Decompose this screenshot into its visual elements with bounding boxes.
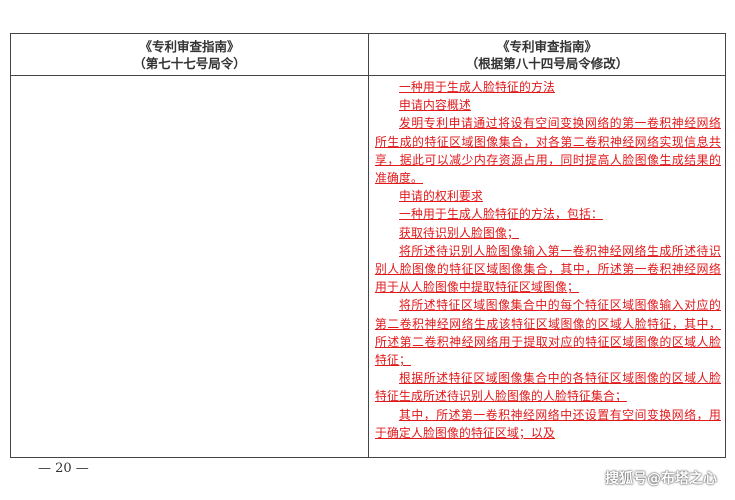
table-header-row: 《专利审查指南》 （第七十七号局令） 《专利审查指南》 （根据第八十四号局令修改… bbox=[11, 34, 725, 76]
amendment-line: 一种用于生成人脸特征的方法 bbox=[399, 80, 555, 94]
header-right-subtitle: （根据第八十四号局令修改） bbox=[465, 56, 629, 71]
amendment-line: 将所述特征区域图像集合中的每个特征区域图像输入对应的第二卷积神经网络生成该特征区… bbox=[375, 298, 721, 368]
header-left-cell: 《专利审查指南》 （第七十七号局令） bbox=[11, 34, 368, 76]
amendment-line: 申请内容概述 bbox=[399, 98, 471, 113]
header-left-title: 《专利审查指南》 bbox=[139, 39, 240, 54]
amendment-line: 发明专利申请通过将设有空间变换网络的第一卷积神经网络所生成的特征区域图像集合，对… bbox=[375, 116, 721, 186]
right-column-body: 一种用于生成人脸特征的方法 申请内容概述 发明专利申请通过将设有空间变换网络的第… bbox=[375, 78, 721, 442]
header-left-subtitle: （第七十七号局令） bbox=[133, 56, 246, 71]
amendment-line: 将所述待识别人脸图像输入第一卷积神经网络生成所述待识别人脸图像的特征区域图像集合… bbox=[375, 243, 721, 295]
amendment-line: 其中，所述第一卷积神经网络中还设置有空间变换网络，用于确定人脸图像的特征区域；以… bbox=[375, 407, 721, 440]
header-right-title: 《专利审查指南》 bbox=[496, 39, 597, 54]
amendment-line: 获取待识别人脸图像； bbox=[399, 225, 519, 240]
header-right-cell: 《专利审查指南》 （根据第八十四号局令修改） bbox=[369, 34, 725, 76]
watermark-text: 搜狐号@布塔之心 bbox=[605, 471, 717, 487]
amendment-line: 一种用于生成人脸特征的方法，包括： bbox=[399, 207, 603, 222]
column-divider bbox=[368, 34, 369, 457]
comparison-table: 《专利审查指南》 （第七十七号局令） 《专利审查指南》 （根据第八十四号局令修改… bbox=[10, 33, 726, 458]
amendment-line: 申请的权利要求 bbox=[399, 189, 483, 204]
amendment-line: 根据所述特征区域图像集合中的各特征区域图像的区域人脸特征生成所述待识别人脸图像的… bbox=[375, 371, 721, 404]
page-number: — 20 — bbox=[38, 461, 89, 476]
